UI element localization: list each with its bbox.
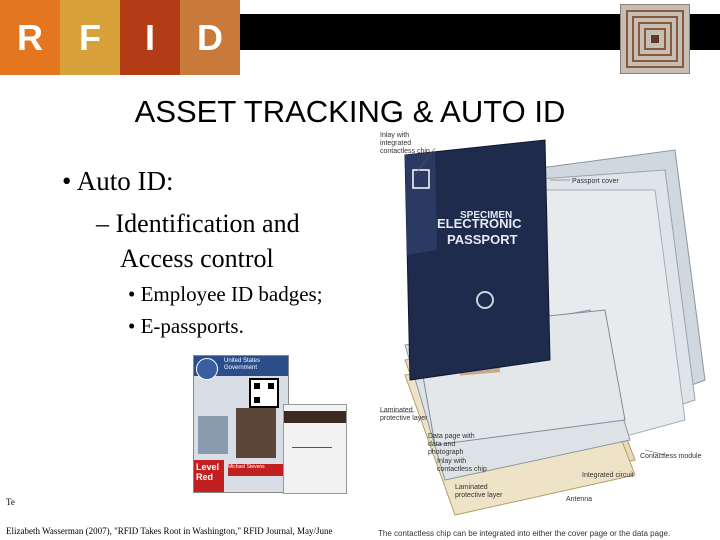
- rfid-tag-logo: [620, 4, 690, 74]
- label-laminated-bottom: Laminated protective layer: [455, 484, 503, 499]
- bullet-auto-id: • Auto ID:: [62, 166, 174, 196]
- header-letter-r: R: [0, 0, 60, 75]
- slide-title: ASSET TRACKING & AUTO ID: [134, 94, 566, 129]
- footer-citation: Elizabeth Wasserman (2007), "RFID Takes …: [6, 526, 333, 536]
- signature-line: [292, 435, 332, 448]
- label-data-page: Data page with data and photograph: [428, 433, 475, 456]
- bullet-identification-line1: – Identification and: [96, 209, 300, 238]
- bullet-e-passports: • E-passports.: [128, 314, 244, 338]
- label-integrated-circuit: Integrated circuit: [582, 472, 634, 479]
- footer-te: Te: [6, 497, 15, 507]
- label-contactless-module: Contactless module: [640, 453, 702, 460]
- badge-org-line1: United States: [224, 358, 261, 364]
- badge-photo: [236, 408, 276, 458]
- rfid-antenna-icon: [626, 10, 684, 68]
- bullet-employee-badges: • Employee ID badges;: [128, 282, 323, 306]
- header-letter-f: F: [60, 0, 120, 75]
- capitol-image: [198, 416, 228, 454]
- header-banner: R F I D: [0, 0, 720, 75]
- label-inlay-chip: Inlay with contactless chip: [437, 458, 487, 473]
- epassport-symbol-icon: [476, 291, 494, 309]
- employee-id-badge-back: [283, 404, 347, 494]
- badge-name: Michael Stevens: [228, 464, 286, 476]
- us-seal-icon: [196, 358, 218, 380]
- label-passport-cover: Passport cover: [572, 178, 619, 185]
- badge-level-value: Red: [196, 472, 214, 482]
- label-inlay-top: Inlay with integrated contactless chip: [380, 132, 430, 155]
- header-letter-i: I: [120, 0, 180, 75]
- bullet-identification-line2: Access control: [120, 244, 274, 273]
- qr-code-icon: [249, 378, 279, 408]
- magnetic-stripe: [284, 411, 346, 423]
- bullet-identification: – Identification and Access control: [96, 206, 396, 276]
- cover-specimen: SPECIMEN: [460, 210, 512, 221]
- e-passport-illustration: SPECIMEN ELECTRONIC PASSPORT: [380, 139, 706, 516]
- badge-org-line2: Government: [224, 365, 258, 371]
- badge-level-block: Level Red: [194, 460, 224, 492]
- label-antenna: Antenna: [566, 496, 593, 503]
- cover-passport: PASSPORT: [447, 232, 518, 247]
- cover-chip-icon: [412, 169, 430, 189]
- header-letter-d: D: [180, 0, 240, 75]
- badge-level-label: Level: [196, 462, 220, 472]
- passport-caption: The contactless chip can be integrated i…: [378, 529, 671, 538]
- employee-id-badge: United States Government Level Red Micha…: [193, 355, 289, 493]
- label-laminated: Laminated protective layer: [380, 407, 428, 422]
- cover-electronic: ELECTRONIC: [437, 216, 522, 231]
